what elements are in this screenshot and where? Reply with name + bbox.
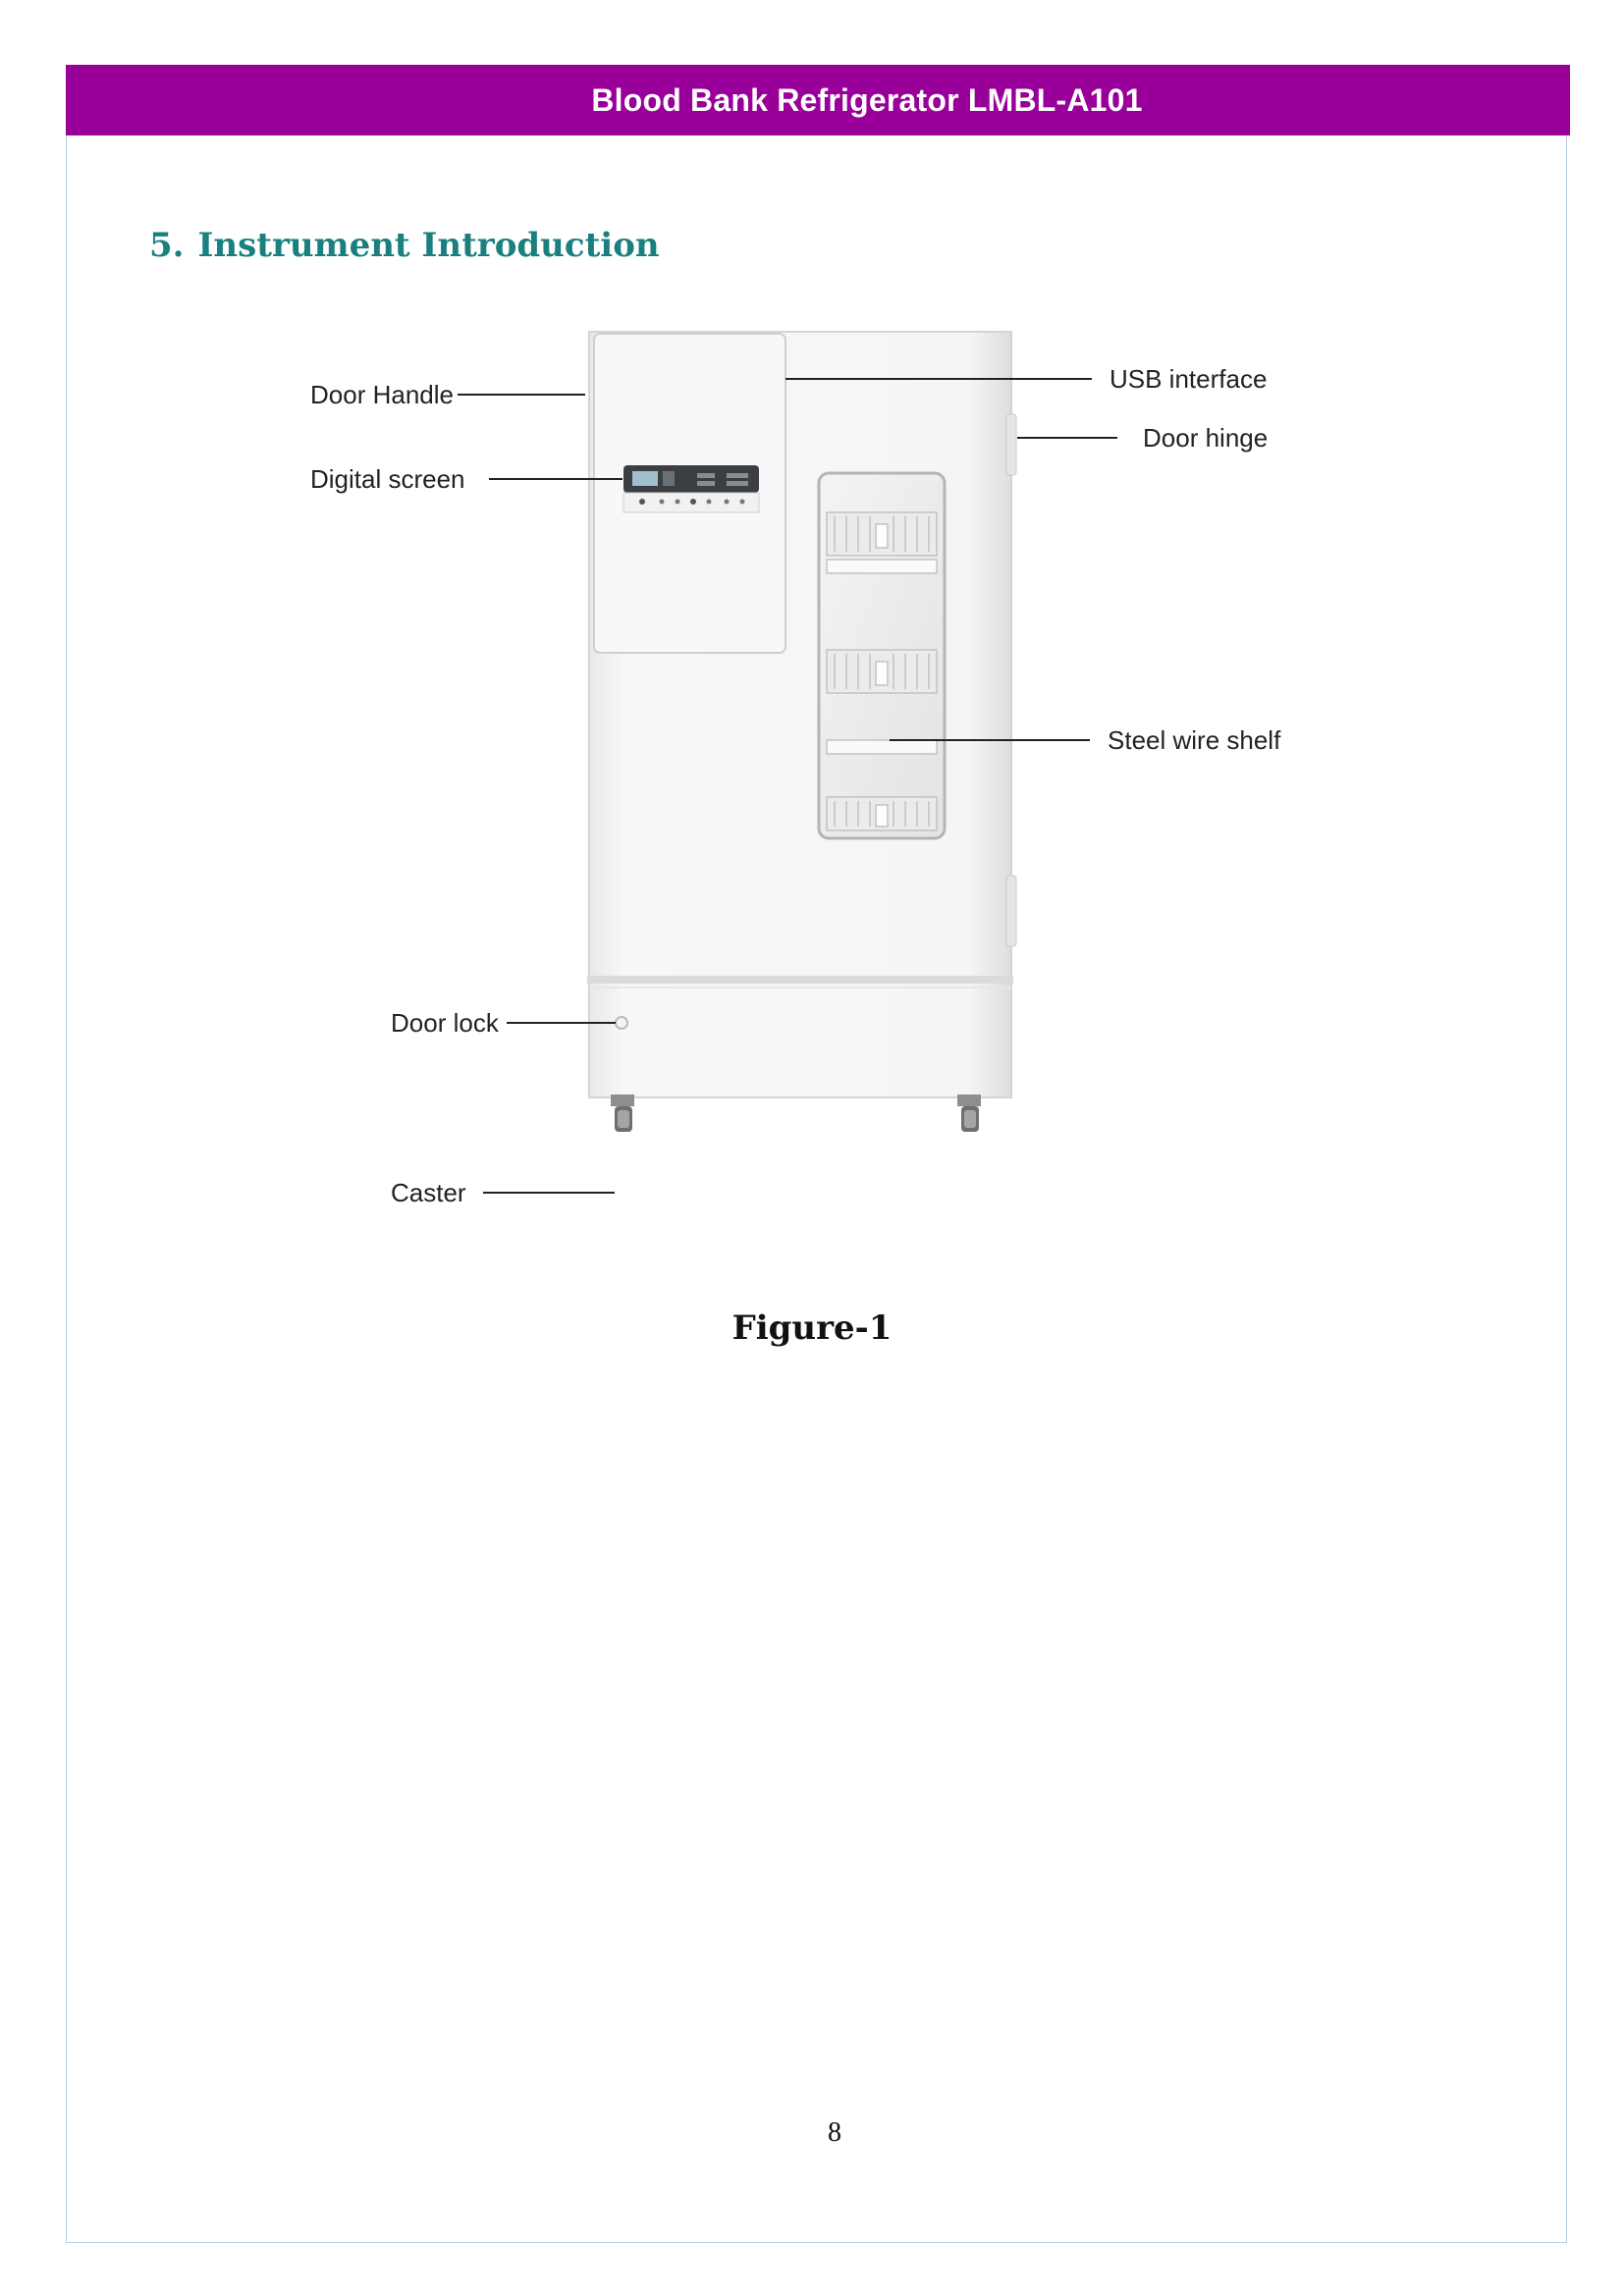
section-heading: 5. Instrument Introduction (149, 226, 660, 265)
section-number: 5. (149, 226, 185, 265)
callout-steel-wire-shelf: Steel wire shelf (1108, 725, 1281, 755)
caster-left (611, 1095, 634, 1132)
callout-door-handle: Door Handle (310, 380, 454, 409)
section-title: Instrument Introduction (197, 226, 660, 265)
refrigerator-figure: Door Handle Digital screen Door lock Cas… (265, 316, 1384, 1249)
header-title: Blood Bank Refrigerator LMBL-A101 (591, 81, 1143, 118)
callout-door-hinge: Door hinge (1143, 423, 1268, 453)
callout-caster: Caster (391, 1178, 466, 1207)
refrigerator-illustration: Door Handle Digital screen Door lock Cas… (310, 331, 1281, 1207)
door-lock (615, 1016, 628, 1030)
drawer-divider (587, 976, 1013, 984)
figure-caption: Figure-1 (731, 1308, 893, 1348)
callout-usb-interface: USB interface (1110, 364, 1267, 394)
callout-door-lock: Door lock (391, 1008, 500, 1038)
steel-wire-shelf (826, 511, 938, 831)
page-number: 8 (828, 2117, 841, 2148)
hinge-bottom (1005, 875, 1017, 947)
hinge-top (1005, 413, 1017, 476)
header-bar: Blood Bank Refrigerator LMBL-A101 (66, 65, 1570, 135)
caster-right (957, 1095, 981, 1132)
callout-digital-screen: Digital screen (310, 464, 465, 494)
